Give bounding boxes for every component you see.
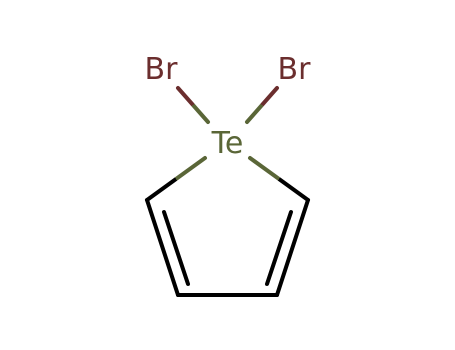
bond-te-c4 (248, 156, 310, 202)
atom-br-right-label: Br (278, 52, 312, 87)
atom-br-left-label: Br (145, 52, 179, 87)
bond-te-c1 (145, 156, 207, 202)
bond-c3-c4-inner (265, 210, 293, 286)
bond-te-br-right (245, 86, 279, 124)
bond-te-br-left (176, 86, 210, 124)
bond-c1-c2 (145, 198, 180, 297)
bond-c1-c2-inner (162, 210, 190, 286)
bond-c3-c4 (275, 198, 310, 297)
atom-te-label: Te (211, 126, 244, 161)
